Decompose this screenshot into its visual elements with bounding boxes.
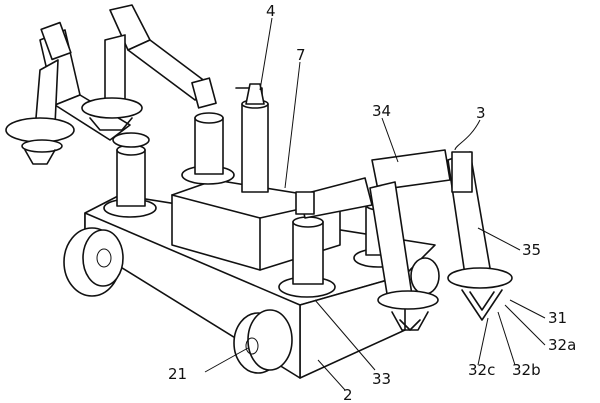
left-rear-arm: [5, 21, 131, 165]
reference-numerals: 4 7 34 3 35 31 32a 32b 32c 33 2 21: [168, 2, 576, 403]
label-32b: 32b: [512, 361, 541, 379]
left-mid-column: [181, 112, 235, 185]
left-mid-arm: [81, 4, 217, 131]
label-7: 7: [296, 46, 306, 64]
mast: [235, 83, 269, 193]
label-4: 4: [266, 2, 276, 20]
right-arm: [295, 149, 513, 331]
label-35: 35: [522, 241, 541, 259]
label-3: 3: [476, 104, 486, 122]
label-2: 2: [343, 386, 353, 403]
label-21: 21: [168, 365, 187, 383]
label-34: 34: [372, 102, 391, 120]
label-32a: 32a: [548, 336, 576, 354]
label-32c: 32c: [468, 361, 495, 379]
label-33: 33: [372, 370, 391, 388]
front-column: [278, 216, 336, 298]
left-rear-column: [103, 132, 157, 218]
label-31: 31: [548, 309, 567, 327]
leader-lines: [204, 17, 546, 391]
right-wheel: [410, 257, 440, 295]
front-wheel: [233, 309, 293, 374]
rear-wheel: [63, 227, 124, 297]
